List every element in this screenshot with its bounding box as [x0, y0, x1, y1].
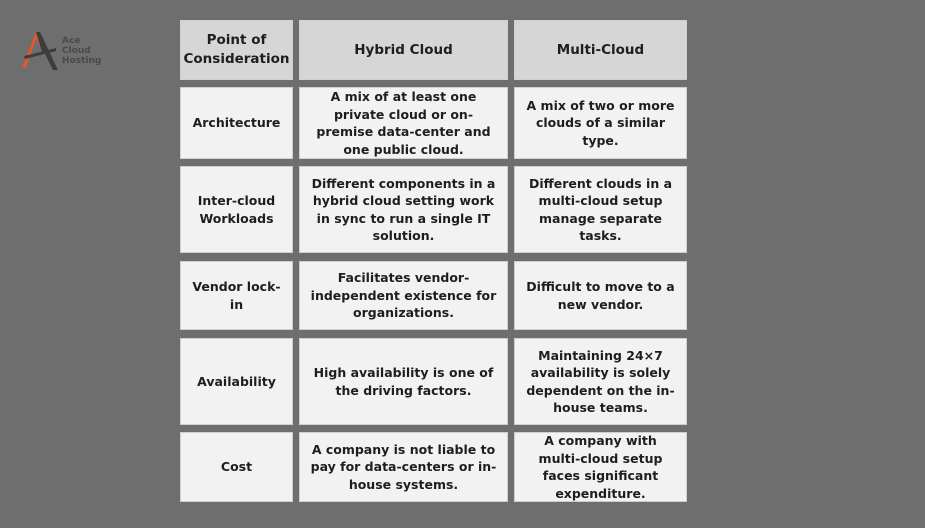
multi-inter-cloud-workloads: Different clouds in a multi-cloud setup …	[514, 166, 687, 253]
logo-text: Ace Cloud Hosting	[62, 36, 101, 66]
logo-mark-icon	[22, 32, 58, 70]
logo-line: Hosting	[62, 56, 102, 66]
multi-availability: Maintaining 24×7 availability is solely …	[514, 338, 687, 425]
header-hybrid-cloud: Hybrid Cloud	[299, 20, 508, 80]
header-multi-cloud: Multi-Cloud	[514, 20, 687, 80]
multi-vendor-lock-in: Difficult to move to a new vendor.	[514, 261, 687, 330]
row-label-cost: Cost	[180, 432, 293, 502]
hybrid-vendor-lock-in: Facilitates vendor-independent existence…	[299, 261, 508, 330]
hybrid-inter-cloud-workloads: Different components in a hybrid cloud s…	[299, 166, 508, 253]
row-label-availability: Availability	[180, 338, 293, 425]
row-label-inter-cloud-workloads: Inter-cloud Workloads	[180, 166, 293, 253]
multi-cost: A company with multi-cloud setup faces s…	[514, 432, 687, 502]
row-label-vendor-lock-in: Vendor lock-in	[180, 261, 293, 330]
multi-architecture: A mix of two or more clouds of a similar…	[514, 87, 687, 159]
hybrid-availability: High availability is one of the driving …	[299, 338, 508, 425]
logo-line: Cloud	[62, 46, 91, 56]
logo-line: Ace	[62, 36, 81, 46]
hybrid-architecture: A mix of at least one private cloud or o…	[299, 87, 508, 159]
row-label-architecture: Architecture	[180, 87, 293, 159]
logo: Ace Cloud Hosting	[22, 30, 112, 72]
header-point-of-consideration: Point of Consideration	[180, 20, 293, 80]
hybrid-cost: A company is not liable to pay for data-…	[299, 432, 508, 502]
